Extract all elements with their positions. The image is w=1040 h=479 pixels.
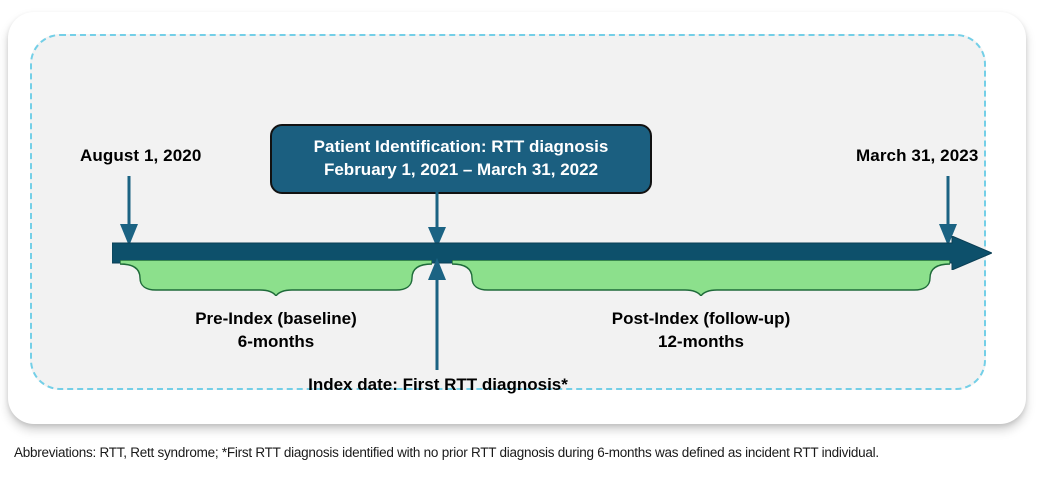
pre-index-label-line-2: 6-months: [237, 331, 315, 351]
index-date-label: Index date: First RTT diagnosis*: [308, 375, 568, 394]
callout-down-arrow-icon: [424, 192, 450, 248]
index-date-up-arrow-icon: [424, 258, 450, 370]
post-index-period-label: Post-Index (follow-up) 12-months: [452, 308, 950, 354]
end-date-label: March 31, 2023: [856, 146, 979, 165]
post-index-brace: [451, 259, 951, 298]
figure-footnote: Abbreviations: RTT, Rett syndrome; *Firs…: [14, 445, 879, 460]
patient-identification-callout: Patient Identification: RTT diagnosis Fe…: [270, 124, 652, 194]
callout-line-1: Patient Identification: RTT diagnosis: [313, 137, 609, 157]
post-index-label-line-2: 12-months: [658, 331, 744, 351]
start-date-down-arrow-icon: [116, 176, 142, 246]
end-date-down-arrow-icon: [935, 176, 961, 246]
pre-index-brace: [119, 259, 433, 298]
diagram-panel: August 1, 2020 March 31, 2023 Patient Id…: [30, 34, 994, 394]
start-date-label: August 1, 2020: [80, 146, 202, 165]
callout-line-2: February 1, 2021 – March 31, 2022: [323, 160, 599, 179]
figure-card: August 1, 2020 March 31, 2023 Patient Id…: [8, 12, 1026, 424]
pre-index-period-label: Pre-Index (baseline) 6-months: [120, 308, 432, 354]
post-index-label-line-1: Post-Index (follow-up): [611, 309, 791, 328]
pre-index-label-line-1: Pre-Index (baseline): [195, 309, 357, 328]
